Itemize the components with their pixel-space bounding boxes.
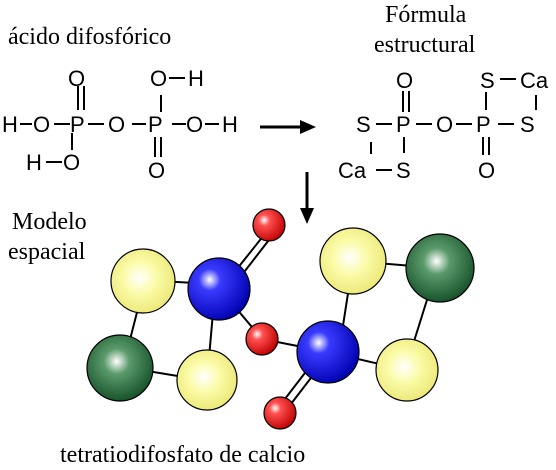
acid-formula [20, 77, 219, 163]
struct-formula-bonds [370, 78, 537, 171]
model-atom-phosphorus-2 [296, 320, 360, 384]
acid-atom-o-top2: O [150, 66, 167, 91]
struct-atom-o-bridge: O [436, 112, 453, 137]
model-atom-calcium-1 [86, 334, 154, 402]
formula-title-line2: estructural [374, 32, 476, 58]
struct-atom-ca-top2: Ca [520, 68, 549, 93]
model-atom-calcium-2 [405, 233, 475, 303]
acid-atoms: O O H H O P O P O H H O O [2, 66, 238, 183]
struct-atoms: O S Ca S P O P S Ca S O [338, 68, 549, 183]
acid-atom-o-right: O [186, 112, 203, 137]
struct-atom-p2: P [476, 112, 491, 137]
struct-atom-o-top1: O [396, 68, 413, 93]
model-title-line2: espacial [8, 239, 86, 265]
acid-atom-p1: P [70, 112, 85, 137]
model-title-line1: Modelo [12, 209, 87, 235]
acid-title: ácido difosfórico [8, 24, 171, 50]
struct-atom-s-top2: S [480, 68, 495, 93]
acid-atom-h-bottom1: H [26, 150, 42, 175]
bottom-caption: tetratiodifosfato de calcio [60, 442, 305, 468]
model-atom-sulfur-3 [319, 227, 387, 295]
acid-atom-h-left: H [2, 112, 18, 137]
acid-atom-o-top1: O [68, 66, 85, 91]
struct-atom-o-bottom2: O [478, 158, 495, 183]
down-arrow [300, 172, 314, 224]
struct-atom-ca-bottom: Ca [338, 158, 367, 183]
model-atom-sulfur-1 [110, 248, 176, 314]
acid-atom-o-left: O [33, 112, 50, 137]
model-atoms [86, 208, 475, 430]
acid-atom-h-right: H [222, 112, 238, 137]
right-arrow [260, 120, 316, 134]
formula-title-line1: Fórmula [385, 2, 467, 28]
struct-atom-s-right: S [520, 112, 535, 137]
model-atom-oxygen-bridge [245, 322, 279, 356]
acid-atom-h-top2: H [188, 66, 204, 91]
model-atom-oxygen-top [252, 208, 286, 242]
acid-atom-o-bottom1: O [63, 150, 80, 175]
struct-atom-s-bottom: S [396, 158, 411, 183]
acid-atom-o-bottom2: O [148, 158, 165, 183]
model-atom-sulfur-2 [176, 349, 238, 411]
struct-atom-p1: P [396, 112, 411, 137]
model-atom-sulfur-4 [375, 338, 439, 402]
acid-atom-o-bridge: O [108, 112, 125, 137]
struct-atom-s-left: S [356, 112, 371, 137]
model-atom-phosphorus-1 [187, 257, 251, 321]
model-atom-oxygen-bottom [263, 396, 297, 430]
acid-atom-p2: P [148, 112, 163, 137]
